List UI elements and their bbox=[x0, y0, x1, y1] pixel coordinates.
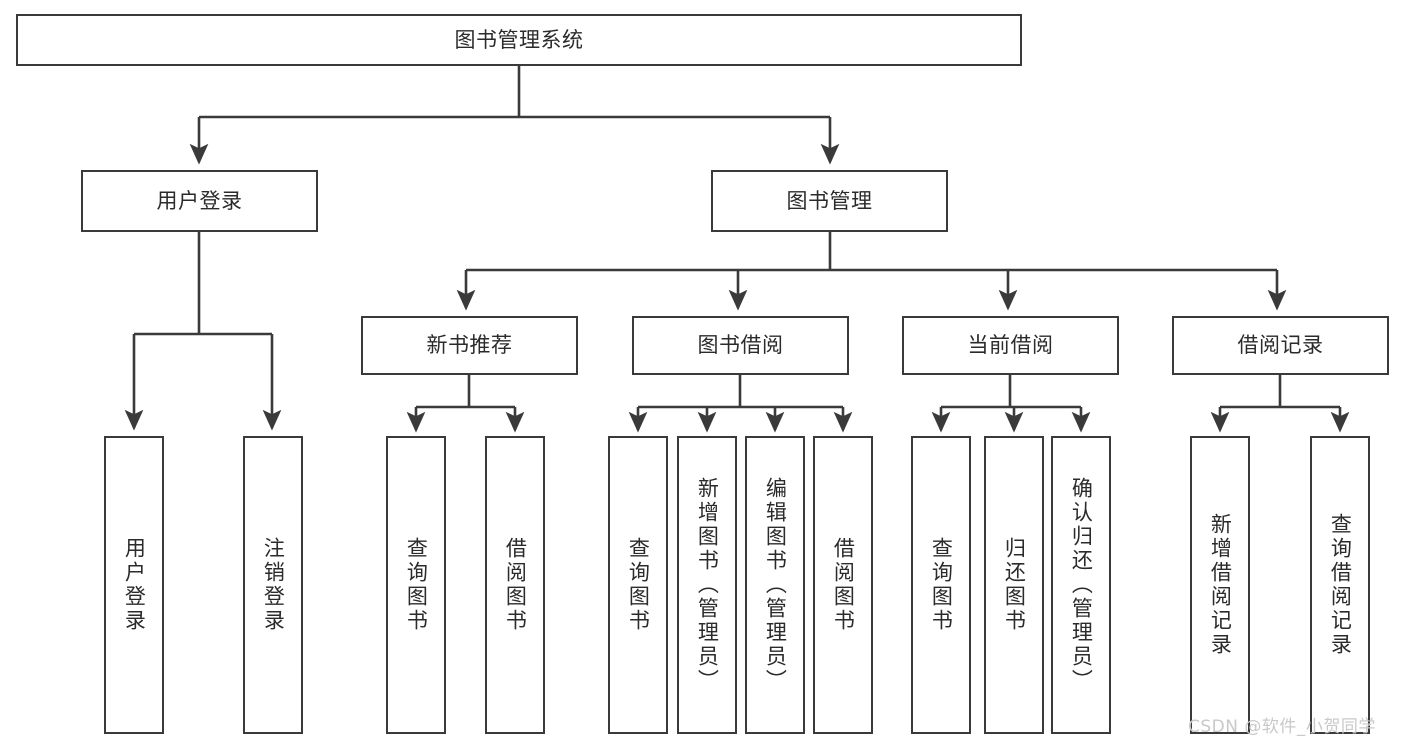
node-leaf-query-borrow-record-label: 查询借阅记录 bbox=[1328, 513, 1353, 657]
node-book-manage[interactable]: 图书管理 bbox=[711, 170, 948, 232]
watermark: CSDN @软件_小贺同学 bbox=[1188, 717, 1376, 737]
node-leaf-borrow-book[interactable]: 借阅图书 bbox=[813, 436, 873, 734]
node-leaf-return-book[interactable]: 归还图书 bbox=[984, 436, 1044, 734]
node-leaf-confirm-return-admin-label: 确认归还（管理员） bbox=[1069, 477, 1094, 693]
node-leaf-logout-label: 注销登录 bbox=[261, 537, 286, 633]
node-leaf-return-book-label: 归还图书 bbox=[1002, 537, 1027, 633]
node-leaf-user-login-label: 用户登录 bbox=[122, 537, 147, 633]
node-leaf-query-book-borrow-label: 查询图书 bbox=[626, 537, 651, 633]
node-root[interactable]: 图书管理系统 bbox=[16, 14, 1022, 66]
node-leaf-query-book-rec-label: 查询图书 bbox=[404, 537, 429, 633]
node-user-login-label: 用户登录 bbox=[156, 188, 243, 213]
node-leaf-query-book-rec[interactable]: 查询图书 bbox=[386, 436, 446, 734]
node-borrow-record-label: 借阅记录 bbox=[1237, 333, 1324, 358]
node-leaf-add-borrow-record-label: 新增借阅记录 bbox=[1208, 513, 1233, 657]
node-borrow-record[interactable]: 借阅记录 bbox=[1172, 316, 1389, 375]
node-leaf-borrow-book-rec-label: 借阅图书 bbox=[503, 537, 528, 633]
node-user-login[interactable]: 用户登录 bbox=[81, 170, 318, 232]
node-current-borrow[interactable]: 当前借阅 bbox=[902, 316, 1119, 375]
node-leaf-query-book-current[interactable]: 查询图书 bbox=[911, 436, 971, 734]
node-book-borrow[interactable]: 图书借阅 bbox=[632, 316, 849, 375]
node-book-borrow-label: 图书借阅 bbox=[697, 333, 784, 358]
node-new-book-recommend-label: 新书推荐 bbox=[426, 333, 513, 358]
node-leaf-logout[interactable]: 注销登录 bbox=[243, 436, 303, 734]
node-new-book-recommend[interactable]: 新书推荐 bbox=[361, 316, 578, 375]
node-leaf-query-book-current-label: 查询图书 bbox=[929, 537, 954, 633]
node-leaf-edit-book-admin[interactable]: 编辑图书（管理员） bbox=[745, 436, 805, 734]
node-leaf-add-borrow-record[interactable]: 新增借阅记录 bbox=[1190, 436, 1250, 734]
node-book-manage-label: 图书管理 bbox=[786, 188, 873, 213]
node-leaf-borrow-book-rec[interactable]: 借阅图书 bbox=[485, 436, 545, 734]
node-leaf-query-book-borrow[interactable]: 查询图书 bbox=[608, 436, 668, 734]
node-leaf-edit-book-admin-label: 编辑图书（管理员） bbox=[763, 477, 788, 693]
node-current-borrow-label: 当前借阅 bbox=[967, 333, 1054, 358]
node-leaf-query-borrow-record[interactable]: 查询借阅记录 bbox=[1310, 436, 1370, 734]
node-root-label: 图书管理系统 bbox=[454, 27, 584, 52]
node-leaf-user-login[interactable]: 用户登录 bbox=[104, 436, 164, 734]
node-leaf-add-book-admin-label: 新增图书（管理员） bbox=[695, 477, 720, 693]
node-leaf-borrow-book-label: 借阅图书 bbox=[831, 537, 856, 633]
node-leaf-add-book-admin[interactable]: 新增图书（管理员） bbox=[677, 436, 737, 734]
node-leaf-confirm-return-admin[interactable]: 确认归还（管理员） bbox=[1051, 436, 1111, 734]
